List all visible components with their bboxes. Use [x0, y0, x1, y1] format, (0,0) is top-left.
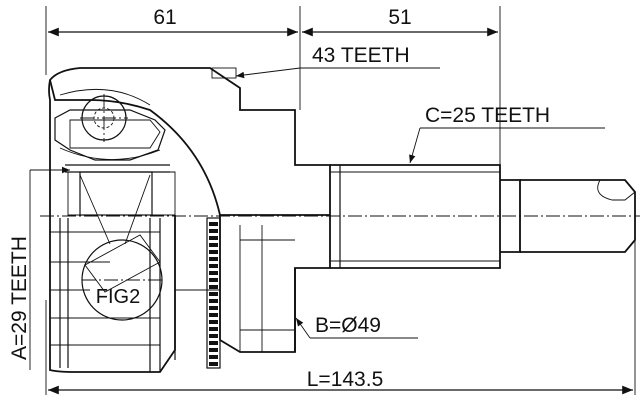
abs-ring-tooth: [209, 341, 218, 345]
callout-diameter-b: B=Ø49: [295, 314, 418, 339]
abs-ring-tooth: [209, 257, 218, 261]
abs-ring-tooth: [209, 243, 218, 247]
fig2-detail: FIG2: [79, 174, 163, 321]
callout-abs-teeth: 43 TEETH: [211, 44, 440, 79]
callout-spline-a: A=29 TEETH: [8, 166, 70, 370]
abs-ring-tooth: [209, 229, 218, 233]
abs-ring-tooth: [209, 327, 218, 331]
dim-right-length: 51: [388, 6, 411, 29]
outer-race-housing: [48, 67, 331, 373]
spline-c-label: C=25 TEETH: [425, 104, 550, 127]
abs-tone-ring: [206, 217, 221, 369]
top-dimension: 61 51: [45, 6, 501, 165]
stub-shaft: [330, 164, 636, 269]
abs-ring-tooth: [209, 264, 218, 268]
abs-ring-tooth: [209, 313, 218, 317]
spline-a-label: A=29 TEETH: [8, 236, 31, 360]
abs-ring-tooth: [209, 250, 218, 254]
abs-ring-tooth: [209, 348, 218, 352]
abs-ring-tooth: [209, 236, 218, 240]
abs-ring-tooth: [209, 306, 218, 310]
abs-ring-tooth: [209, 222, 218, 226]
abs-ring-tooth: [209, 355, 218, 359]
dim-total-length: L=143.5: [307, 368, 384, 391]
abs-ring-tooth: [209, 334, 218, 338]
abs-ring-tooth: [209, 362, 218, 366]
abs-ring-tooth: [209, 292, 218, 296]
inner-race: [54, 88, 176, 216]
fig2-label: FIG2: [96, 286, 140, 308]
dim-left-length: 61: [153, 6, 176, 29]
abs-ring-tooth: [209, 278, 218, 282]
abs-ring-tooth: [209, 285, 218, 289]
diameter-b-label: B=Ø49: [315, 314, 381, 337]
abs-teeth-label: 43 TEETH: [312, 44, 410, 67]
bottom-dimension: L=143.5: [45, 240, 636, 395]
abs-ring-tooth: [209, 299, 218, 303]
abs-ring-tooth: [209, 320, 218, 324]
abs-ring-tooth: [209, 271, 218, 275]
callout-spline-c: C=25 TEETH: [409, 104, 605, 164]
